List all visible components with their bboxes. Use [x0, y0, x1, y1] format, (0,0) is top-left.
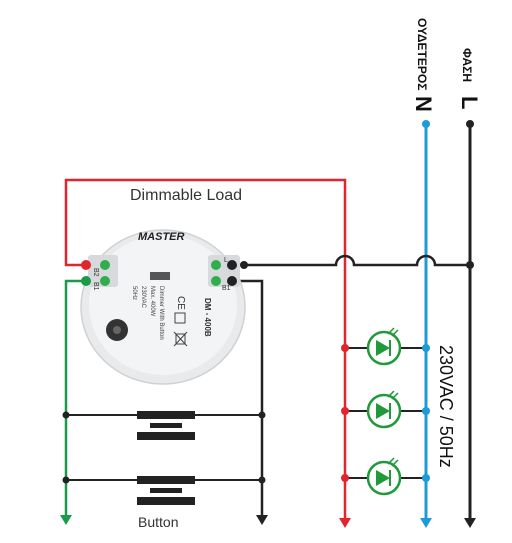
module-term-b1: B1 [92, 282, 99, 291]
load-wire [64, 178, 351, 528]
terminal-b2 [81, 260, 91, 270]
module-line1: Dimmer With Button [158, 286, 164, 340]
neutral-wire [420, 120, 432, 528]
terminal-l [227, 260, 237, 270]
module-symbol-icon [174, 312, 186, 324]
module-line4: 50Hz [131, 286, 137, 300]
module-term-b1-right: B1 [222, 285, 231, 292]
module-line2: Max. 400W [149, 286, 155, 317]
terminal-b1-right [227, 276, 237, 286]
phase-title: ΦΑΣΗ [460, 48, 474, 82]
dimmer-module: MASTER B2 B1 L B1 Dimmer With Button Max… [80, 229, 246, 385]
push-button-2 [62, 476, 266, 505]
module-brand: MASTER [138, 231, 185, 243]
supply-label: 230VAC / 50Hz [436, 345, 456, 468]
phase-letter: L [457, 96, 482, 109]
terminal-b1-left [81, 276, 91, 286]
module-term-l: L [224, 257, 228, 264]
module-model: DM - 400B [203, 298, 212, 337]
module-term-b2: B2 [92, 268, 99, 277]
button-label: Button [138, 514, 178, 530]
module-line3: 230VAC [140, 286, 146, 309]
weee-bin-icon [173, 331, 188, 347]
led-lamp-2 [341, 390, 430, 429]
load-label: Dimmable Load [130, 187, 242, 204]
line-connection [240, 254, 474, 269]
led-lamp-1 [341, 327, 430, 366]
module-ce-mark: CE [175, 296, 186, 310]
button-wire-b1 [60, 279, 84, 525]
neutral-title: ΟΥΔΕΤΕΡΟΣ [415, 18, 429, 90]
neutral-letter: N [411, 96, 436, 112]
phase-wire [464, 120, 476, 528]
push-button-1 [62, 411, 266, 440]
led-lamp-3 [341, 457, 430, 496]
